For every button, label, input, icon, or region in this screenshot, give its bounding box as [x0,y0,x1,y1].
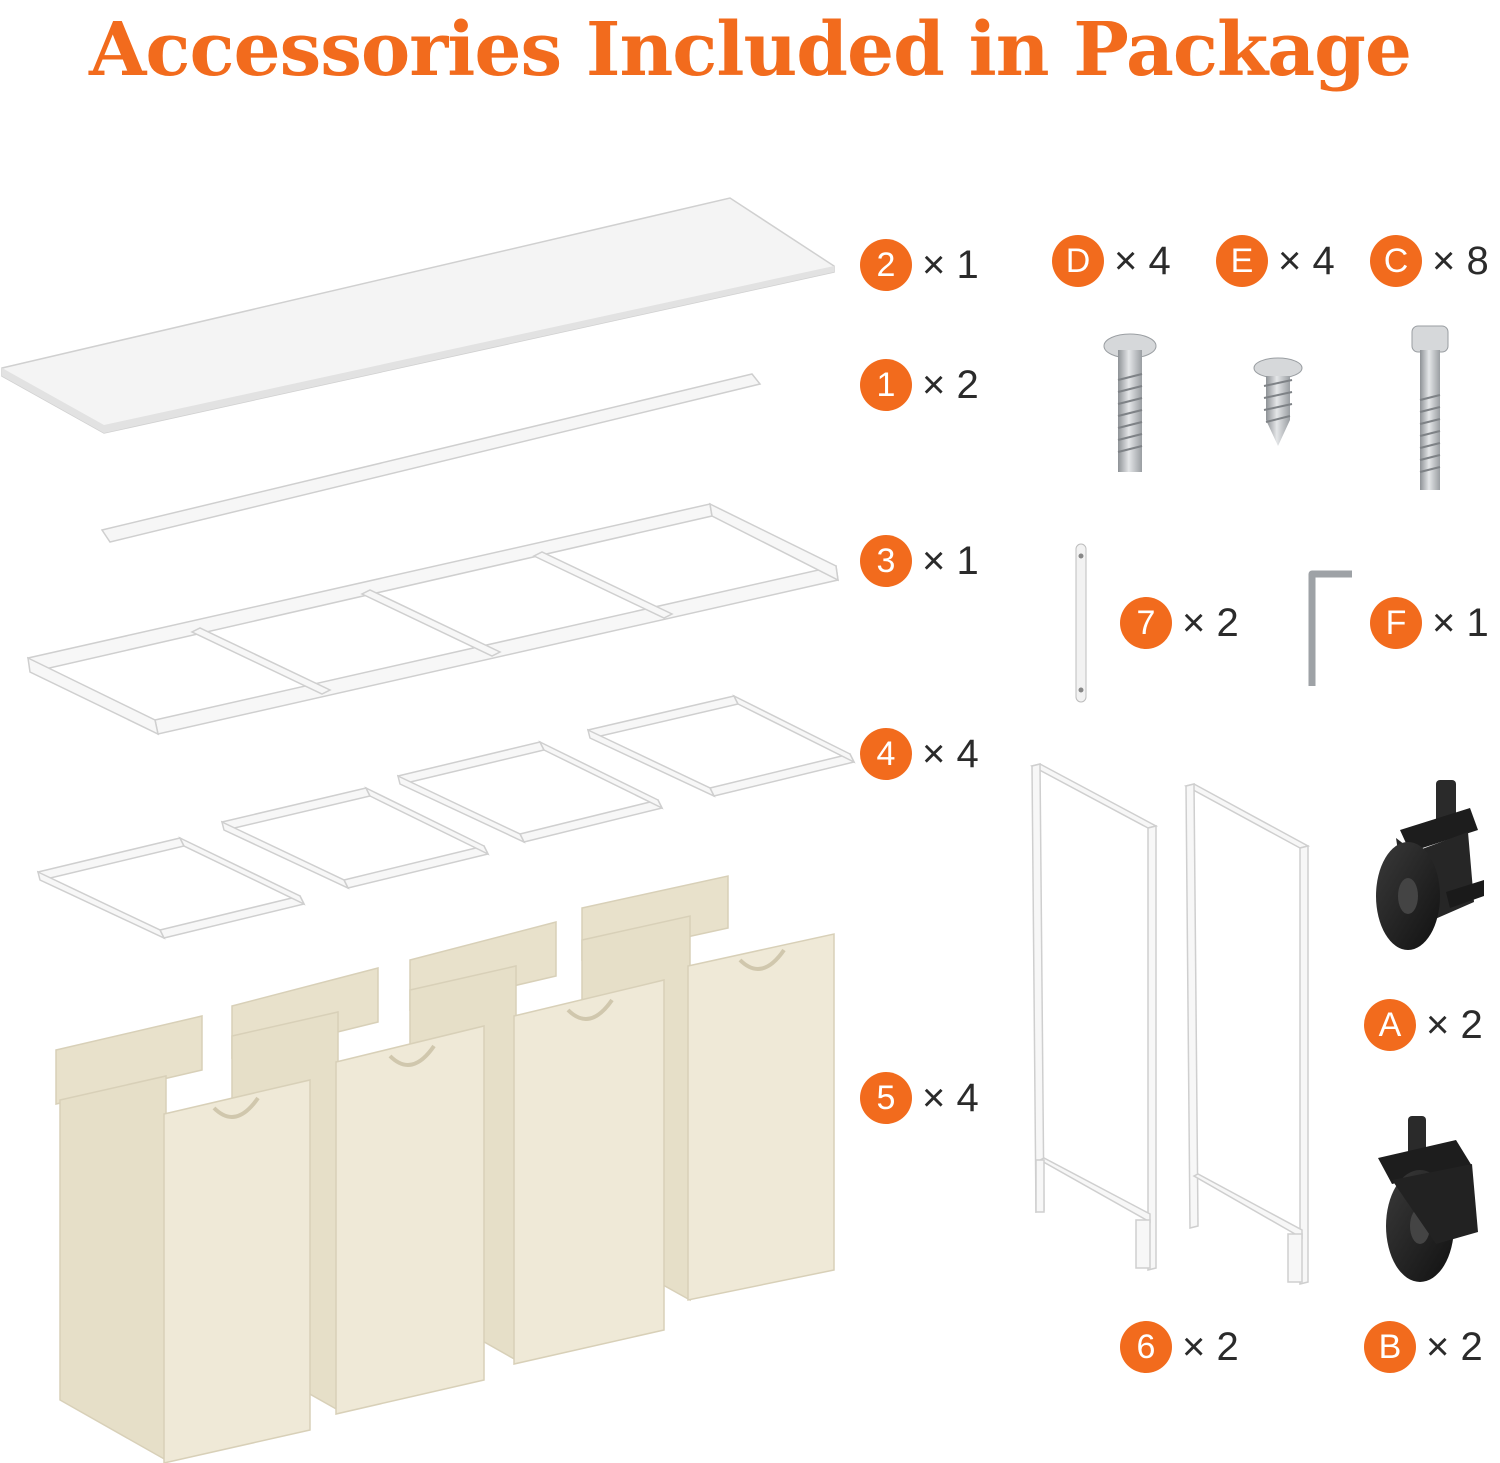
top-board-part [1,197,835,434]
part-a-label: A × 2 [1364,998,1483,1052]
part-3-label: 3 × 1 [860,534,979,588]
part-1-qty: × 2 [922,362,979,407]
part-c-qty: × 8 [1432,238,1489,283]
part-7-badge: 7 [1120,597,1172,649]
part-1-badge: 1 [860,359,912,411]
part-5-qty: × 4 [922,1075,979,1120]
page-title: Accessories Included in Package [89,7,1412,93]
part-3-qty: × 1 [922,538,979,583]
part-4-label: 4 × 4 [860,727,979,781]
part-b-label: B × 2 [1364,1320,1483,1374]
rail-part [100,373,762,543]
part-c-badge: C [1370,235,1422,287]
part-b-qty: × 2 [1426,1324,1483,1369]
part-f-badge: F [1370,597,1422,649]
hex-key-part [1308,570,1352,686]
part-a-badge: A [1364,999,1416,1051]
part-6-badge: 6 [1120,1321,1172,1373]
caster-a-part [1376,780,1484,950]
part-2-label: 2 × 1 [860,238,979,292]
part-7-label: 7 × 2 [1120,596,1239,650]
part-7-qty: × 2 [1182,600,1239,645]
part-d-label: D × 4 [1052,234,1171,288]
part-1-label: 1 × 2 [860,358,979,412]
caster-b-part [1378,1116,1478,1282]
strap-part [1075,543,1087,703]
screw-e-part [1253,357,1303,446]
part-c-label: C × 8 [1370,234,1489,288]
part-6-label: 6 × 2 [1120,1320,1239,1374]
part-3-badge: 3 [860,535,912,587]
part-2-qty: × 1 [922,242,979,287]
part-4-badge: 4 [860,728,912,780]
part-d-badge: D [1052,235,1104,287]
part-e-badge: E [1216,235,1268,287]
part-6-qty: × 2 [1182,1324,1239,1369]
part-f-label: F × 1 [1370,596,1489,650]
part-a-qty: × 2 [1426,1002,1483,1047]
ladder-frame-part [27,502,839,736]
part-f-qty: × 1 [1432,600,1489,645]
part-2-badge: 2 [860,239,912,291]
fabric-bags-part [55,875,835,1463]
part-e-label: E × 4 [1216,234,1335,288]
part-5-badge: 5 [860,1072,912,1124]
part-5-label: 5 × 4 [860,1071,979,1125]
small-frames-part [36,694,856,940]
part-b-badge: B [1364,1321,1416,1373]
part-d-qty: × 4 [1114,238,1171,283]
part-e-qty: × 4 [1278,238,1335,283]
side-frames-part [1029,763,1311,1285]
bolt-d-part [1103,333,1157,472]
bolt-c-part [1411,325,1449,490]
part-4-qty: × 4 [922,731,979,776]
